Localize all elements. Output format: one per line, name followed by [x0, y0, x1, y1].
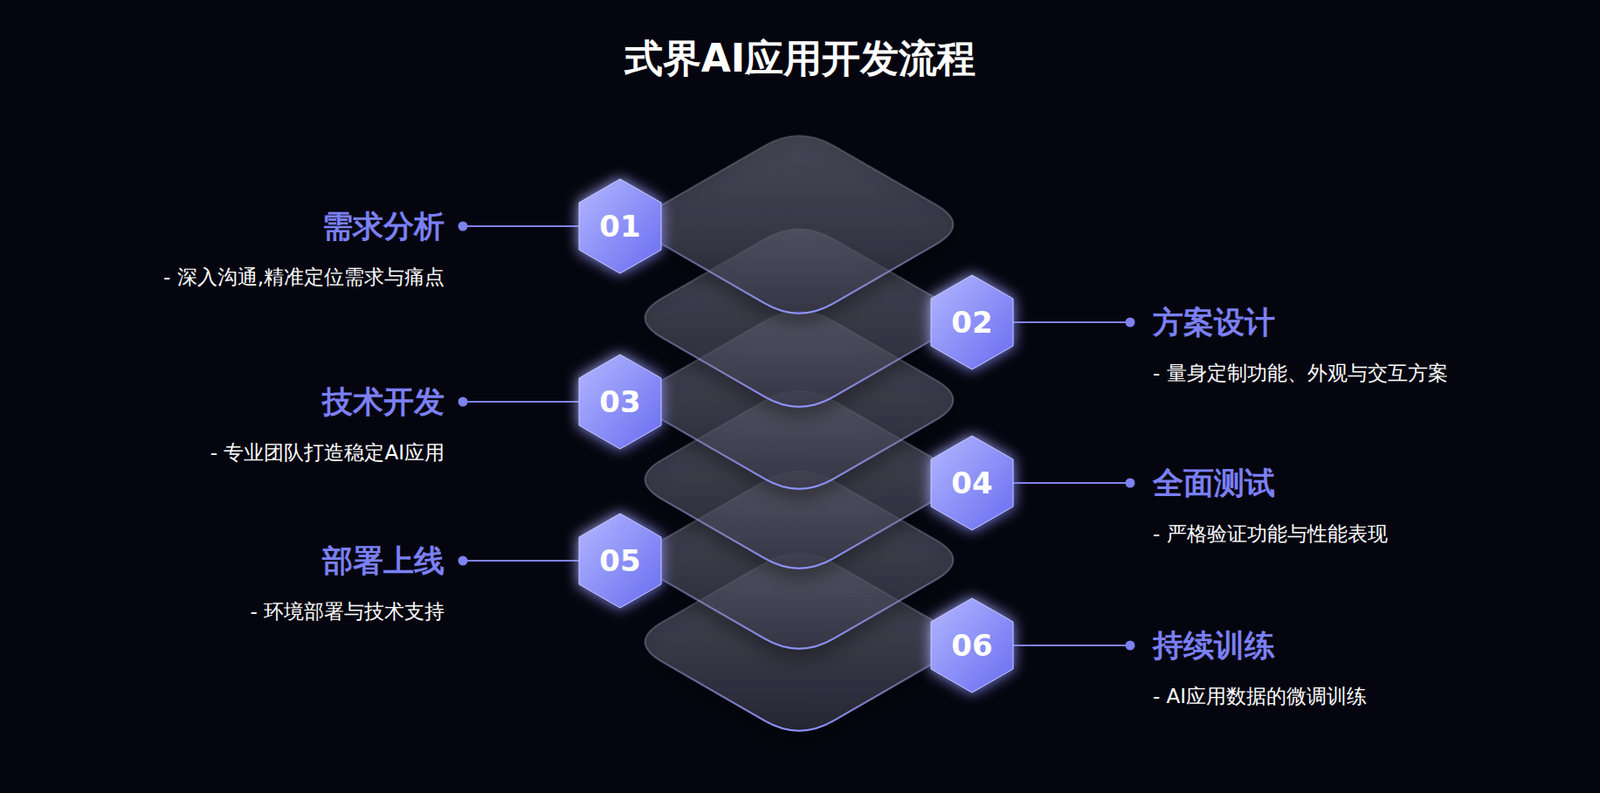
step-heading: 持续训练: [1152, 625, 1276, 667]
leader-line: [1009, 644, 1131, 647]
leader-line: [462, 559, 583, 562]
step-description: - 环境部署与技术支持: [249, 598, 445, 626]
leader-dot: [1125, 641, 1136, 651]
step-number: 02: [931, 275, 1014, 370]
leader-dot: [1125, 478, 1136, 489]
leader-dot: [1125, 317, 1136, 328]
step-hexagon: 05: [579, 513, 662, 608]
step-description: - 专业团队打造稳定AI应用: [210, 439, 445, 467]
step-description: - 深入沟通,精准定位需求与痛点: [163, 263, 445, 291]
step-description: - AI应用数据的微调训练: [1152, 682, 1367, 711]
step-number: 06: [931, 598, 1014, 693]
step-heading: 技术开发: [322, 381, 445, 423]
step-number: 03: [579, 354, 662, 449]
step-hexagon: 03: [579, 354, 662, 449]
leader-line: [462, 400, 583, 403]
title: 式界AI应用开发流程: [0, 33, 1600, 85]
leader-line: [1009, 321, 1131, 324]
step-heading: 部署上线: [322, 540, 445, 582]
step-description: - 严格验证功能与性能表现: [1152, 520, 1388, 548]
leader-line: [1009, 482, 1131, 484]
step-number: 04: [931, 435, 1014, 531]
leader-line: [462, 225, 583, 228]
leader-dot: [458, 397, 469, 407]
stack-layer: [645, 135, 954, 313]
step-heading: 需求分析: [322, 206, 445, 248]
leader-dot: [458, 556, 469, 566]
step-number: 05: [579, 513, 662, 608]
step-number: 01: [579, 179, 662, 274]
step-hexagon: 06: [931, 598, 1014, 693]
step-hexagon: 01: [579, 179, 662, 274]
step-hexagon: 04: [931, 435, 1014, 531]
step-description: - 量身定制功能、外观与交互方案: [1152, 359, 1449, 387]
step-heading: 方案设计: [1152, 302, 1276, 344]
leader-dot: [458, 221, 469, 232]
step-hexagon: 02: [931, 275, 1014, 370]
step-heading: 全面测试: [1152, 462, 1276, 504]
